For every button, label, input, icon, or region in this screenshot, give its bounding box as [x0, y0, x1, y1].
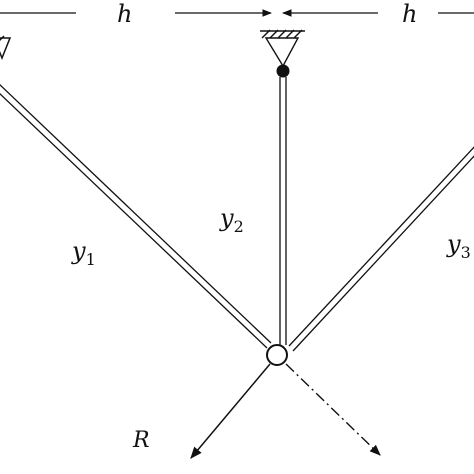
middle-support-hatch-2 [269, 29, 279, 39]
left-support-hatch [0, 35, 5, 42]
label-y3-sub: 3 [461, 243, 471, 262]
label-y3: y3 [446, 230, 471, 262]
middle-support-hatch-5 [293, 29, 303, 39]
label-y1-sub: 1 [86, 250, 96, 269]
dimension-label-h-right: h [402, 0, 417, 28]
label-y3-base: y [446, 230, 461, 258]
bar-1-edge-a [0, 84, 272, 344]
middle-support-triangle [264, 37, 300, 68]
bar-2 [279, 77, 287, 345]
middle-support-pin [276, 64, 290, 78]
dimension-label-h-left: h [117, 0, 132, 28]
left-support-triangle [0, 37, 12, 61]
direction-arrow-dashdot [285, 363, 381, 456]
bar-3-edge-a [288, 146, 474, 347]
middle-support-hatch-1 [261, 29, 271, 39]
label-y1: y1 [71, 237, 96, 269]
load-node [266, 344, 288, 366]
bar-3 [288, 146, 474, 352]
middle-pin-support [260, 29, 305, 68]
label-y2-sub: 2 [234, 217, 244, 236]
label-y1-base: y [71, 237, 86, 265]
left-pin-support [0, 35, 12, 61]
load-arrow-r [190, 363, 271, 459]
bar-1 [0, 84, 272, 349]
middle-support-hatch-3 [277, 29, 287, 39]
label-y2: y2 [219, 204, 244, 236]
bar-3-edge-b [292, 155, 474, 352]
middle-support-hatch-4 [285, 29, 295, 39]
label-y2-base: y [219, 204, 234, 232]
bar-1-edge-b [0, 93, 268, 349]
label-r: R [132, 428, 150, 453]
